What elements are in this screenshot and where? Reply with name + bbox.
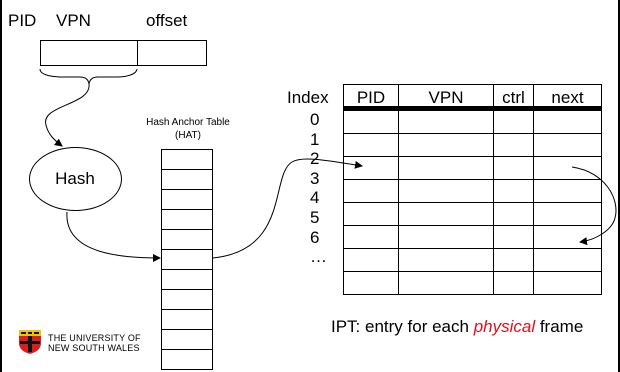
pid-label: PID [8,11,37,30]
ipt-cell [533,202,602,226]
arrow-vpn-to-hash [45,83,90,147]
unsw-logo-line2: NEW SOUTH WALES [48,343,140,353]
ipt-header-cell: next [533,84,602,108]
arrow-hash-to-hat [66,211,161,262]
ipt-index-5: 5 [310,208,320,227]
ipt-cell [533,248,602,272]
ipt-cell [493,179,534,203]
ipt-cell [533,110,602,134]
ipt-index-3: 3 [310,168,320,188]
inverted-page-table: PID VPN ctrl next [343,84,603,300]
ipt-index-6: 6 [310,227,320,247]
ipt-index-0: 0 [310,110,320,129]
index-label: Index [287,88,329,107]
ipt-header-rule [343,106,602,110]
arrow-hat-to-ipt [212,158,363,259]
ipt-cell [398,133,494,157]
ipt-cell [533,133,602,157]
vpn-brace [39,68,138,85]
vpn-field [40,40,138,66]
offset-label: offset [146,11,188,30]
ipt-index-2: 2 [310,149,320,169]
ipt-index-4: 4 [310,188,320,208]
unsw-crest-icon [18,329,42,355]
ipt-caption-suffix: frame [535,317,584,336]
vpn-label: VPN [56,11,91,30]
hash-function [29,147,122,211]
hat-title: Hash Anchor Table [146,117,230,128]
offset-field [137,40,207,66]
ipt-column-header: VPN [428,88,464,107]
ipt-header-cell: ctrl [493,84,534,108]
ipt-index-7: … [310,247,327,267]
ipt-column-header: next [551,88,584,107]
ipt-caption: IPT: entry for each physical frame [331,318,583,335]
ipt-index-1: 1 [310,129,320,149]
hat-row [161,349,213,370]
ipt-cell [343,179,399,203]
ipt-cell [343,225,399,249]
ipt-cell [398,271,494,295]
arrow-next-chain [571,166,617,246]
ipt-caption-emphasis: physical [473,317,536,336]
ipt-cell [398,225,494,249]
hat-subtitle: (HAT) [175,130,201,141]
ipt-cell [533,271,602,295]
ipt-cell [493,225,534,249]
unsw-logo-line1: THE UNIVERSITY OF [48,333,141,343]
ipt-column-header: PID [356,88,386,107]
hash-label: Hash [55,169,95,188]
ipt-caption-prefix: IPT: entry for each [331,317,474,336]
ipt-column-header: ctrl [502,88,525,107]
ipt-header-cell: PID [343,84,399,108]
